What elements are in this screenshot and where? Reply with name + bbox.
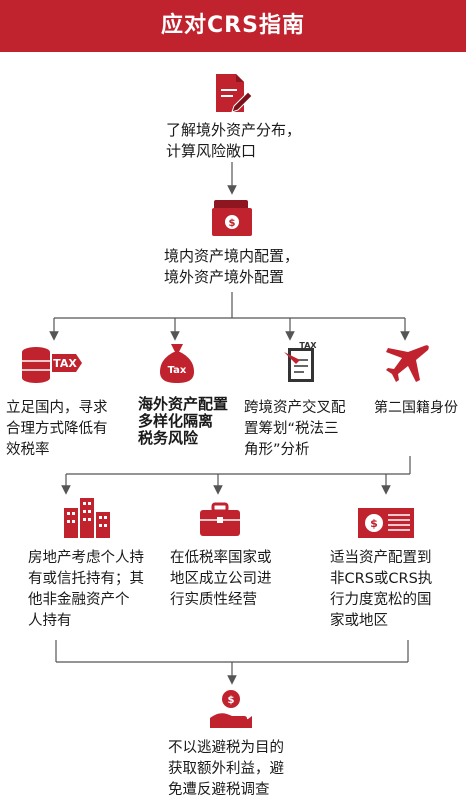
buildings-icon (64, 498, 110, 538)
header-banner (0, 0, 466, 52)
option3-text: 适当资产配置到 非CRS或CRS执 行力度宽松的国 家或地区 (330, 550, 433, 629)
coins-tax-icon: TAX (22, 347, 82, 383)
step2-text: 境内资产境内配置， 境外资产境外配置 (164, 247, 300, 286)
briefcase-icon (200, 502, 240, 536)
svg-text:$: $ (228, 695, 235, 706)
step1-text: 了解境外资产分布， 计算风险敞口 (166, 121, 302, 160)
final-text: 不以逃避税为目的 获取额外利益，避 免遭反避税调查 (168, 740, 284, 798)
cash-stack-icon: $ (358, 508, 414, 538)
option2-text: 在低税率国家或 地区成立公司进 行实质性经营 (170, 550, 272, 608)
branch3-text: 跨境资产交叉配 置筹划“税法三 角形”分析 (244, 400, 346, 458)
document-pen-icon (216, 74, 252, 113)
branch3-tag: TAX (299, 341, 317, 350)
branch1-text: 立足国内，寻求 合理方式降低有 效税率 (6, 400, 108, 458)
option1-text: 房地产考虑个人持 有或信托持有；其 他非金融资产个 人持有 (28, 550, 144, 629)
branch4-text: 第二国籍身份 (374, 400, 458, 416)
svg-text:$: $ (229, 218, 236, 229)
airplane-icon (386, 345, 429, 382)
money-bag-tax-icon: Tax (160, 344, 194, 383)
branch2-tag: Tax (168, 365, 187, 376)
money-envelope-icon: $ (212, 200, 252, 236)
tax-document-icon: TAX (284, 341, 317, 382)
page-title: 应对CRS指南 (161, 13, 305, 38)
hand-coin-icon: $ (210, 690, 252, 728)
branch2-text: 海外资产配置 多样化隔离 税务风险 (138, 395, 229, 447)
svg-text:$: $ (370, 517, 378, 530)
branch1-tag: TAX (53, 357, 77, 370)
